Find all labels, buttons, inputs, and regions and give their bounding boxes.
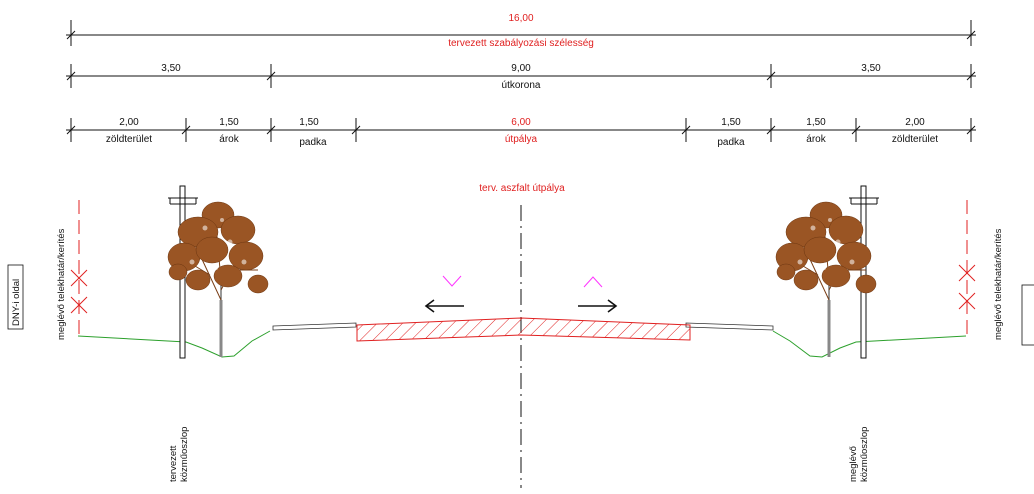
- verge-right: [685, 322, 774, 331]
- ditch-left-value: 1,50: [219, 117, 239, 128]
- total-width-value: 16,00: [508, 13, 533, 24]
- green-strip-left-label: zöldterület: [106, 134, 152, 145]
- crown-width-value: 9,00: [511, 63, 531, 74]
- dimension-row-detail: [66, 118, 976, 142]
- dimension-row-crown: [66, 64, 976, 88]
- tree-right-icon: [775, 201, 877, 357]
- slope-marker-left-icon: [442, 275, 462, 287]
- slope-marker-right-icon: [583, 276, 603, 288]
- boundary-label-left: meglévő telekhatár/kerítés: [56, 228, 67, 340]
- fence-cross-icon: [958, 264, 976, 310]
- right-shoulder-width-value: 3,50: [861, 63, 881, 74]
- carriageway-value: 6,00: [511, 117, 531, 128]
- ditch-left-label: árok: [219, 134, 239, 145]
- asphalt-road-label: terv. aszfalt útpálya: [479, 183, 565, 194]
- utility-pole-right-icon: [849, 185, 879, 359]
- arrow-left-icon: [424, 299, 464, 313]
- crown-width-label: útkorona: [502, 80, 541, 91]
- green-strip-left-value: 2,00: [119, 117, 139, 128]
- carriageway-label: útpálya: [505, 134, 538, 145]
- ditch-right-value: 1,50: [806, 117, 826, 128]
- dimension-row-total: [66, 20, 976, 46]
- pole-label-left-line1: tervezett: [168, 445, 179, 482]
- side-label-right-box: [1021, 284, 1034, 346]
- boundary-label-right: meglévő telekhatár/kerítés: [993, 228, 1004, 340]
- side-label-left: DNY-i oldal: [7, 264, 24, 330]
- tree-left-icon: [167, 201, 269, 357]
- fence-cross-icon: [70, 269, 88, 314]
- pole-label-right-line1: meglévő: [848, 446, 859, 482]
- verge-right-value: 1,50: [721, 117, 741, 128]
- side-label-text: DNY-i oldal: [11, 279, 22, 326]
- left-shoulder-width-value: 3,50: [161, 63, 181, 74]
- pole-label-right-line2: közműoszlop: [859, 427, 870, 482]
- verge-left-value: 1,50: [299, 117, 319, 128]
- verge-left-label: padka: [299, 137, 327, 148]
- verge-left: [272, 322, 357, 331]
- verge-right-label: padka: [717, 137, 745, 148]
- arrow-right-icon: [578, 299, 618, 313]
- green-strip-right-label: zöldterület: [892, 134, 938, 145]
- ditch-right-label: árok: [806, 134, 826, 145]
- pole-label-left-line2: közműoszlop: [179, 427, 190, 482]
- total-width-label: tervezett szabályozási szélesség: [448, 38, 594, 49]
- detail-dimension-labels: 2,00 zöldterület 1,50 árok 1,50 padka 6,…: [106, 117, 938, 148]
- green-strip-right-value: 2,00: [905, 117, 925, 128]
- asphalt-carriageway: [356, 317, 691, 342]
